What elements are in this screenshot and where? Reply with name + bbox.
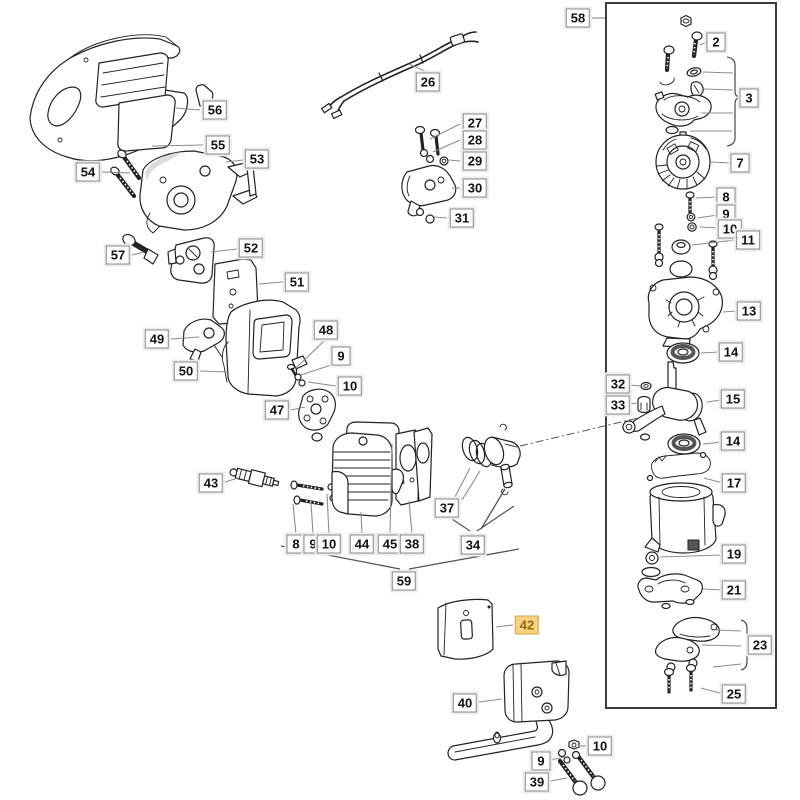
drawing-top-cover xyxy=(29,34,214,162)
part-label-47-37[interactable]: 47 xyxy=(264,400,290,420)
part-label-39-52[interactable]: 39 xyxy=(524,772,550,792)
part-label-10-50[interactable]: 10 xyxy=(587,736,613,756)
drawing-fan-housing xyxy=(647,276,724,349)
part-label-14-9[interactable]: 14 xyxy=(718,342,744,362)
drawing-flywheel-hardware xyxy=(654,191,718,281)
part-label-54-27[interactable]: 54 xyxy=(75,162,101,182)
drawing-crankshaft xyxy=(622,361,707,441)
piston-to-crank-axis xyxy=(519,417,639,447)
drawing-heat-shield xyxy=(437,598,494,660)
part-label-51-31[interactable]: 51 xyxy=(284,272,310,292)
drawing-muffler-bolts xyxy=(557,739,606,796)
drawing-screw-57 xyxy=(122,233,159,265)
part-label-44-42[interactable]: 44 xyxy=(349,534,375,554)
part-label-29-22[interactable]: 29 xyxy=(462,151,488,171)
drawing-wire-harness xyxy=(320,31,479,120)
drawing-parts-48 xyxy=(286,355,308,387)
leader-lines xyxy=(101,17,738,782)
part-label-7-3[interactable]: 7 xyxy=(730,153,750,173)
part-label-30-23[interactable]: 30 xyxy=(462,178,488,198)
drawing-bearing-upper xyxy=(666,342,700,364)
part-label-26-19[interactable]: 26 xyxy=(415,72,441,92)
part-label-53-28[interactable]: 53 xyxy=(244,149,270,169)
part-label-38-44[interactable]: 38 xyxy=(399,534,425,554)
part-label-50-33[interactable]: 50 xyxy=(173,361,199,381)
part-label-10-41[interactable]: 10 xyxy=(316,534,342,554)
part-label-31-24[interactable]: 31 xyxy=(449,208,475,228)
part-label-56-25[interactable]: 56 xyxy=(202,100,228,120)
part-label-59-47[interactable]: 59 xyxy=(391,571,417,591)
drawing-mount-parts xyxy=(637,551,703,610)
drawing-piston xyxy=(461,423,521,496)
part-label-55-26[interactable]: 55 xyxy=(205,135,231,155)
part-label-13-8[interactable]: 13 xyxy=(736,301,762,321)
drawing-intake-47 xyxy=(298,388,336,442)
drawing-screws-54 xyxy=(110,149,142,199)
part-label-3-2[interactable]: 3 xyxy=(739,88,759,108)
part-label-42-48[interactable]: 42 xyxy=(514,615,540,635)
part-label-9-35[interactable]: 9 xyxy=(331,346,351,366)
part-label-28-21[interactable]: 28 xyxy=(462,130,488,150)
part-label-43-38[interactable]: 43 xyxy=(198,473,224,493)
part-label-32-10[interactable]: 32 xyxy=(605,374,631,394)
part-label-10-36[interactable]: 10 xyxy=(337,376,363,396)
drawing-handle-mounts-23 xyxy=(654,616,720,694)
part-label-33-11[interactable]: 33 xyxy=(605,395,631,415)
drawing-cylinder xyxy=(331,421,433,517)
part-label-15-12[interactable]: 15 xyxy=(720,389,746,409)
drawing-crankcase xyxy=(644,482,726,554)
drawing-rear-handle xyxy=(139,150,258,234)
drawing-carburetor xyxy=(167,237,215,284)
part-label-40-49[interactable]: 40 xyxy=(452,693,478,713)
drawing-choke-lever xyxy=(182,318,225,362)
part-label-23-17[interactable]: 23 xyxy=(747,635,773,655)
drawing-wire-clip-17 xyxy=(646,451,711,482)
drawing-clutch-group xyxy=(654,14,712,135)
drawing-ignition-coil xyxy=(401,125,457,224)
part-label-11-7[interactable]: 11 xyxy=(736,230,760,250)
part-label-17-14[interactable]: 17 xyxy=(721,473,747,493)
part-label-52-30[interactable]: 52 xyxy=(238,238,264,258)
part-label-49-32[interactable]: 49 xyxy=(144,329,170,349)
part-label-10-6[interactable]: 10 xyxy=(717,219,743,239)
part-label-19-15[interactable]: 19 xyxy=(721,544,747,564)
part-label-34-46[interactable]: 34 xyxy=(460,535,486,555)
part-label-57-29[interactable]: 57 xyxy=(105,245,131,265)
part-label-21-16[interactable]: 21 xyxy=(721,580,747,600)
drawing-spark-plug xyxy=(229,467,280,488)
part-label-45-43[interactable]: 45 xyxy=(377,534,403,554)
drawing-muffler xyxy=(447,660,570,761)
part-label-14-13[interactable]: 14 xyxy=(720,431,746,451)
drawing-airbox xyxy=(221,299,301,397)
part-label-9-5[interactable]: 9 xyxy=(716,204,736,224)
part-label-25-18[interactable]: 25 xyxy=(721,684,747,704)
subassembly-box xyxy=(605,2,777,709)
part-label-58-0[interactable]: 58 xyxy=(565,8,591,28)
part-label-48-34[interactable]: 48 xyxy=(313,320,339,340)
part-label-2-1[interactable]: 2 xyxy=(706,32,726,52)
drawing-flywheel xyxy=(655,131,711,190)
part-label-37-45[interactable]: 37 xyxy=(434,498,460,518)
part-label-9-51[interactable]: 9 xyxy=(531,751,551,771)
